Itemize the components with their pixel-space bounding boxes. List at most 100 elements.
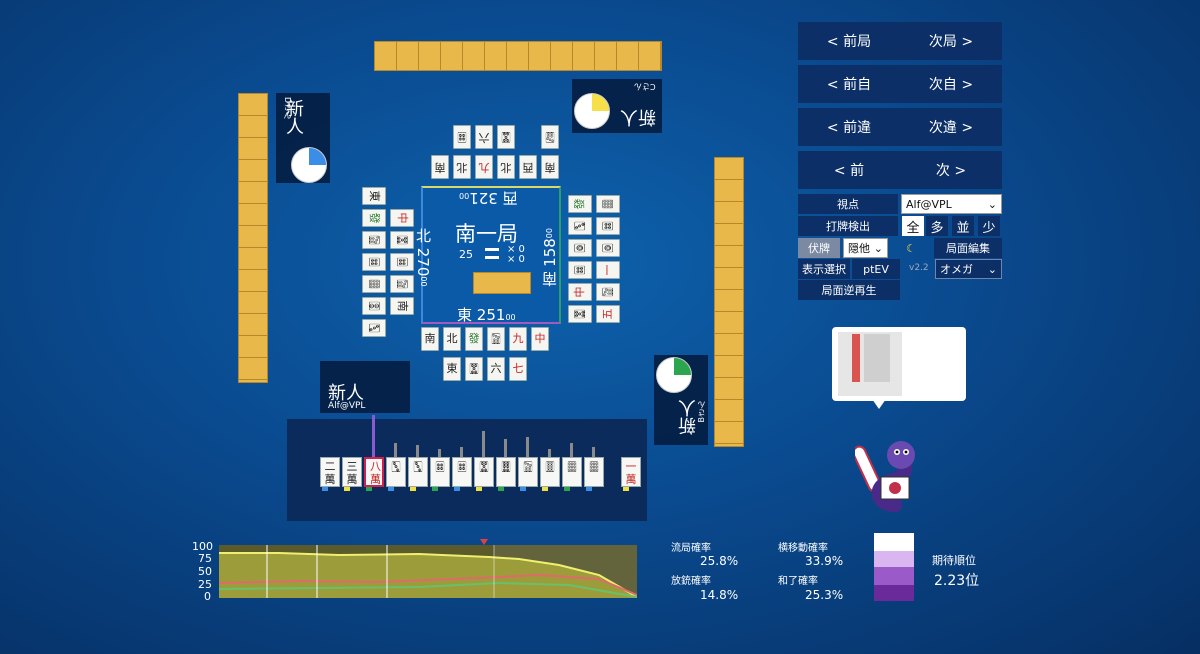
discard-tile: 🀟 xyxy=(362,231,386,249)
self-player-sub: Alf@VPL xyxy=(328,401,366,411)
hand-tile[interactable]: 🀜 xyxy=(452,457,472,487)
left-player-name: 新人 xyxy=(283,99,304,135)
discard-tile: 南 xyxy=(431,155,449,179)
version-label: v2.2 xyxy=(909,263,929,273)
next-button[interactable]: 次 > xyxy=(935,163,967,179)
discard-tile: 中 xyxy=(531,327,549,351)
top-player-sub: Cさん xyxy=(634,82,656,91)
hand-tile-marker xyxy=(498,487,504,491)
discard-tile: 南 xyxy=(421,327,439,351)
graph-y-tick-50: 50 xyxy=(198,565,212,578)
edit-position-button[interactable]: 局面編集 xyxy=(934,238,1002,258)
score-south-wind: 南 xyxy=(541,271,559,287)
houju-label: 放銃確率 xyxy=(671,576,711,587)
discard-tile: 🀛 xyxy=(568,217,592,235)
round-title: 南一局 xyxy=(455,222,518,246)
discard-option-all[interactable]: 全 xyxy=(902,216,924,236)
agari-value: 25.3% xyxy=(805,588,844,602)
bubble-pointer xyxy=(872,399,886,409)
discard-tile: 🀚 xyxy=(362,297,386,315)
display-value-button[interactable]: ptEV xyxy=(852,259,900,279)
fuse-toggle-button[interactable]: 伏牌 xyxy=(798,238,840,258)
hand-tile[interactable]: 🀜 xyxy=(430,457,450,487)
discard-option-normal[interactable]: 並 xyxy=(952,216,974,236)
model-value: オメガ xyxy=(940,263,973,276)
discard-tile: 🀝 xyxy=(390,231,414,249)
next-self-button[interactable]: 次自 > xyxy=(928,77,974,93)
hand-tile[interactable]: 🀡 xyxy=(562,457,582,487)
discard-tile: 南 xyxy=(390,297,414,315)
discard-option-many[interactable]: 多 xyxy=(926,216,948,236)
score-east-value: 251 xyxy=(476,306,506,324)
hand-tile[interactable]: 三萬 xyxy=(342,457,362,487)
viewpoint-select[interactable]: Alf@VPL ⌄ xyxy=(901,194,1002,214)
hand-tile[interactable]: 🀞 xyxy=(496,457,516,487)
right-opponent-hand-backs xyxy=(714,157,744,447)
prev-diff-button[interactable]: < 前違 xyxy=(826,120,872,136)
discard-tile: 發 xyxy=(362,209,386,227)
hand-tile-marker xyxy=(366,487,372,491)
viewpoint-value: Alf@VPL xyxy=(906,197,952,211)
score-south-value: 158 xyxy=(541,238,559,267)
honba-count: 25 xyxy=(459,248,473,261)
hand-tile-marker xyxy=(623,487,629,491)
prev-round-button[interactable]: < 前局 xyxy=(826,34,872,50)
model-select[interactable]: オメガ ⌄ xyxy=(935,259,1002,279)
chevron-down-icon: ⌄ xyxy=(987,197,997,211)
hand-tile-marker xyxy=(344,487,350,491)
discard-tile: 西 xyxy=(519,155,537,179)
hand-tile-marker xyxy=(542,487,548,491)
discard-tile: 🀜 xyxy=(596,217,620,235)
top-player-panel: 新人 Cさん xyxy=(572,79,662,133)
hand-tile-marker xyxy=(564,487,570,491)
prev-button[interactable]: < 前 xyxy=(833,163,865,179)
hand-tile[interactable]: 🀛 xyxy=(386,457,406,487)
hand-tile[interactable]: 🀡 xyxy=(584,457,604,487)
yoko-value: 33.9% xyxy=(805,554,844,568)
discard-tile: 六 xyxy=(475,125,493,149)
left-opponent-hand-backs xyxy=(238,93,268,383)
moon-icon[interactable]: ☾ xyxy=(906,241,916,255)
fuse-select[interactable]: 隠他 ⌄ xyxy=(843,238,888,258)
prev-self-button[interactable]: < 前自 xyxy=(826,77,872,93)
discard-tile: 東 xyxy=(443,357,461,381)
discard-tile: 🀙 xyxy=(596,239,620,257)
rank-value: 2.23位 xyxy=(934,573,980,589)
hand-tile-marker xyxy=(432,487,438,491)
discard-tile: 🀡 xyxy=(362,275,386,293)
nav-round-row: < 前局 次局 > xyxy=(798,22,1002,60)
discard-option-few[interactable]: 少 xyxy=(978,216,1000,236)
score-east-wind: 東 xyxy=(457,306,473,324)
reverse-replay-button[interactable]: 局面逆再生 xyxy=(798,280,900,300)
hand-tile[interactable]: 二萬 xyxy=(320,457,340,487)
next-diff-button[interactable]: 次違 > xyxy=(928,120,974,136)
discard-tile: 🀜 xyxy=(568,261,592,279)
agari-label: 和了確率 xyxy=(778,576,818,587)
hand-tile-score-bar xyxy=(416,445,419,457)
ai-tooltip-bubble xyxy=(832,327,966,409)
score-west-value: 321 xyxy=(469,189,498,207)
ryukyoku-label: 流局確率 xyxy=(671,543,711,554)
hand-tile-score-bar xyxy=(526,437,529,457)
discard-tile: 🀟 xyxy=(541,125,559,149)
hand-tile[interactable]: 🀠 xyxy=(540,457,560,487)
discard-tile: 🀝 xyxy=(465,357,483,381)
chevron-down-icon: ⌄ xyxy=(873,241,883,255)
discard-tile: 七 xyxy=(509,357,527,381)
hand-tile-marker xyxy=(322,487,328,491)
score-west: 西 32100 xyxy=(459,188,518,209)
next-round-button[interactable]: 次局 > xyxy=(928,34,974,50)
hand-tile[interactable]: 🀟 xyxy=(518,457,538,487)
top-player-pie xyxy=(574,93,610,129)
probability-graph[interactable] xyxy=(219,545,637,598)
hand-tile[interactable]: 🀛 xyxy=(408,457,428,487)
discard-tile: 發 xyxy=(465,327,483,351)
score-south: 南 15800 xyxy=(539,228,560,287)
score-east: 東 25100 xyxy=(457,304,516,325)
honba-counter: × 0 xyxy=(507,244,525,255)
hand-tile[interactable]: 八萬 xyxy=(364,457,384,487)
discard-tile: 一 xyxy=(596,261,620,279)
hand-tile[interactable]: 🀝 xyxy=(474,457,494,487)
hand-tile[interactable]: 一萬 xyxy=(621,457,641,487)
graph-y-tick-0: 0 xyxy=(204,590,211,603)
